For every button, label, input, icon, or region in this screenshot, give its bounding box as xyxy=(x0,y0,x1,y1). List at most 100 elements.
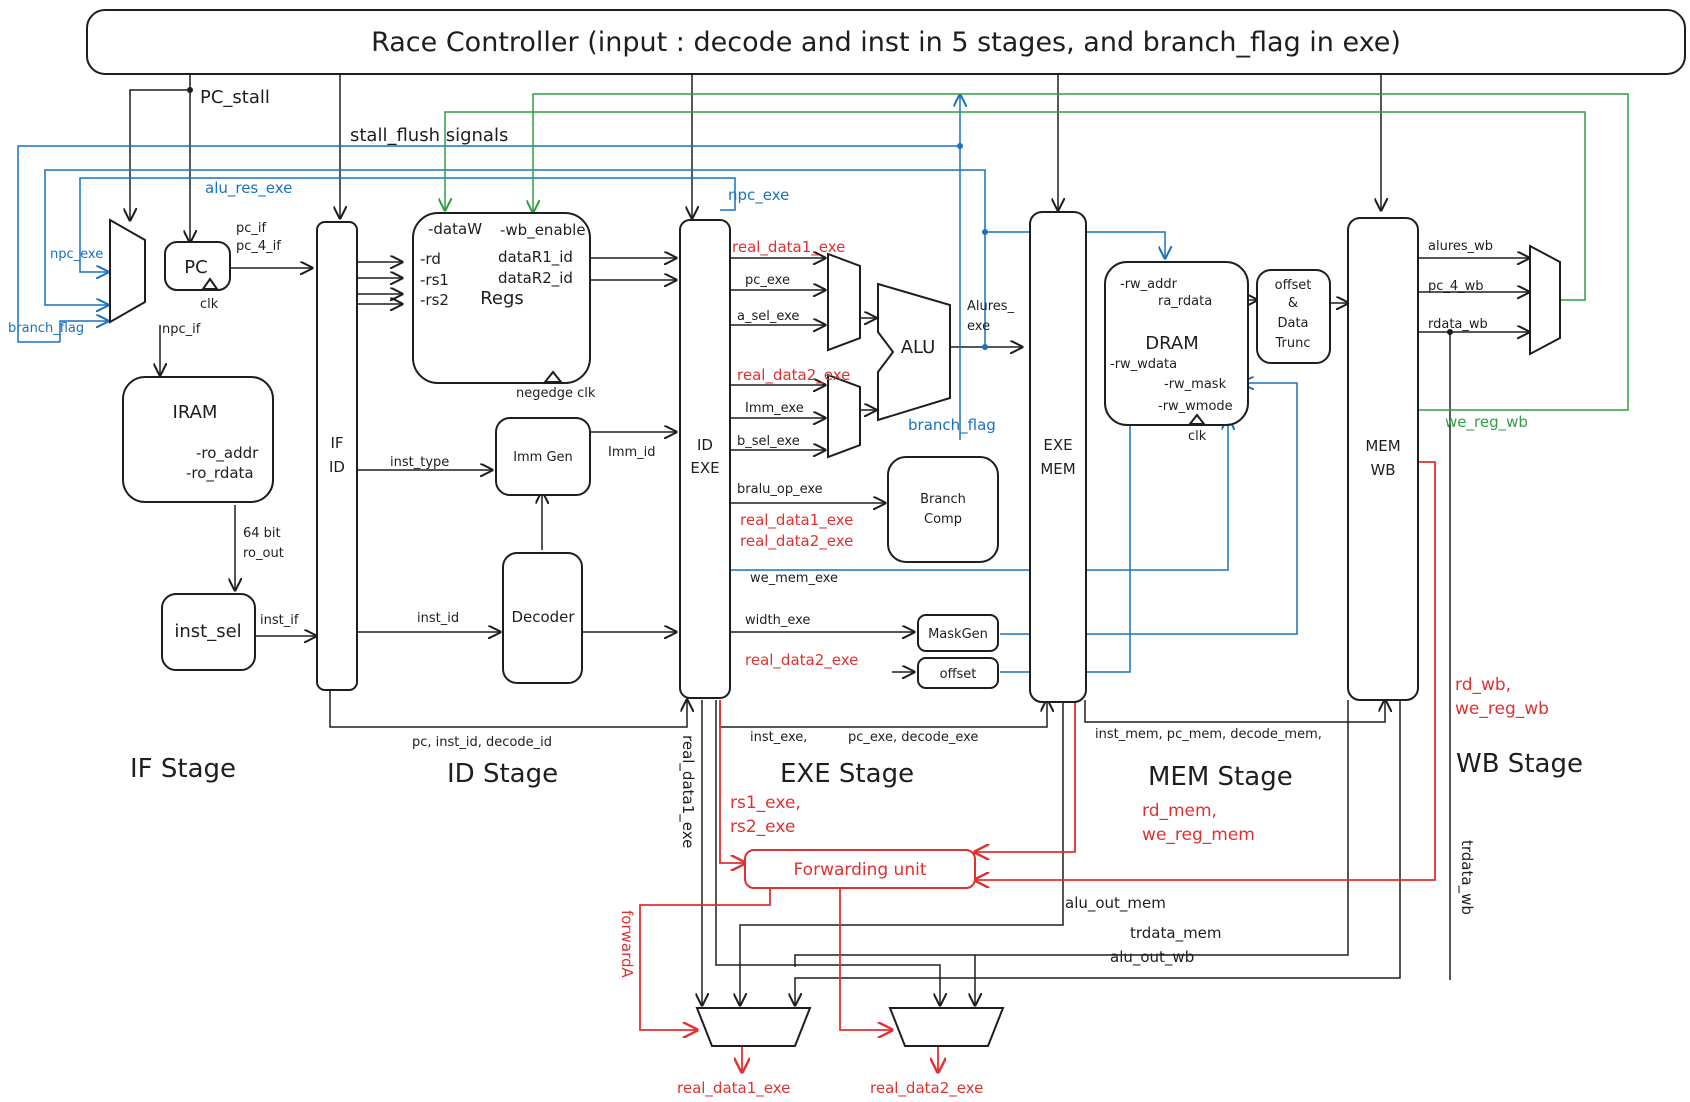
iram-label: IRAM xyxy=(173,402,218,423)
label-real-data2-exe-c: real_data2_exe xyxy=(745,651,858,670)
red-labels: real_data1_exe real_data2_exe real_data1… xyxy=(618,238,1549,1098)
label-pc-4-wb: pc_4_wb xyxy=(1428,279,1484,294)
race-controller-title: Race Controller (input : decode and inst… xyxy=(371,27,1401,58)
label-we-mem-exe: we_mem_exe xyxy=(750,571,838,586)
label-real-data1-exe-vert: real_data1_exe xyxy=(678,735,697,848)
label-bralu-op-exe: bralu_op_exe xyxy=(737,482,823,497)
pc-label: PC xyxy=(184,257,207,278)
label-stall-flush: stall_flush signals xyxy=(350,125,508,146)
label-we-reg-mem: we_reg_mem xyxy=(1142,825,1255,845)
imm-gen-label: Imm Gen xyxy=(513,450,573,465)
label-alu-out-mem: alu_out_mem xyxy=(1065,894,1166,913)
pc-clk-triangle xyxy=(201,277,219,290)
label-inst-type: inst_type xyxy=(390,455,449,470)
label-real-data2-exe-b: real_data2_exe xyxy=(740,532,853,551)
label-trdata-wb: trdata_wb xyxy=(1457,840,1476,915)
iram-block xyxy=(122,376,274,503)
offset-label: offset xyxy=(940,667,977,682)
label-branch-flag-exe: branch_flag xyxy=(908,416,996,435)
label-ro-out: ro_out xyxy=(243,546,284,561)
branch-comp-label-2: Comp xyxy=(924,512,962,527)
wb-mux xyxy=(1529,244,1561,356)
stage-mem: MEM Stage xyxy=(1148,762,1293,792)
red-wires xyxy=(639,461,1436,1072)
label-pc-decode-exe: pc_exe, decode_exe xyxy=(848,730,978,745)
forwarding-unit-label: Forwarding unit xyxy=(794,860,927,880)
alu-b-mux xyxy=(827,373,861,459)
green-labels: we_reg_wb xyxy=(1445,413,1528,432)
regs-wb-enable: -wb_enable xyxy=(500,221,586,240)
blue-labels: alu_res_exe npc_exe branch_flag npc_exe … xyxy=(8,179,996,435)
label-b-sel-exe: b_sel_exe xyxy=(737,434,800,449)
label-alu-res-exe: alu_res_exe xyxy=(205,179,292,198)
label-inst-id: inst_id xyxy=(417,611,459,626)
trunc-label-2: & xyxy=(1288,296,1298,311)
id-exe-label-1: ID xyxy=(697,436,713,454)
exe-mem-label-2: MEM xyxy=(1040,460,1075,478)
if-id-label-1: IF xyxy=(330,434,343,452)
iram-ro-addr: -ro_addr xyxy=(196,444,259,463)
decoder-label: Decoder xyxy=(511,608,575,626)
label-real-data2-out: real_data2_exe xyxy=(870,1079,983,1098)
regs-rs1: -rs1 xyxy=(420,271,449,289)
label-npc-exe-top: npc_exe xyxy=(728,186,789,205)
label-rs1-exe: rs1_exe, xyxy=(730,793,801,813)
dram-clk-triangle xyxy=(1187,413,1207,425)
forward-b-mux xyxy=(888,1007,1005,1047)
maskgen-block xyxy=(917,614,999,652)
regs-rd: -rd xyxy=(420,250,441,268)
label-branch-flag-if: branch_flag xyxy=(8,321,84,336)
trunc-label-1: offset xyxy=(1275,278,1312,293)
maskgen-label: MaskGen xyxy=(928,627,988,642)
label-we-reg-wb-green: we_reg_wb xyxy=(1445,413,1528,432)
trunc-block xyxy=(1256,269,1331,364)
dram-rw-wmode: -rw_wmode xyxy=(1158,399,1233,414)
label-imm-exe: Imm_exe xyxy=(745,401,804,416)
exe-mem-label-1: EXE xyxy=(1043,436,1072,454)
iram-ro-rdata: -ro_rdata xyxy=(186,464,254,483)
regs-datar2: dataR2_id xyxy=(498,269,573,288)
label-inst-if: inst_if xyxy=(260,613,299,628)
offset-block xyxy=(917,657,999,689)
regs-block xyxy=(412,212,591,384)
label-real-data1-exe-a: real_data1_exe xyxy=(732,238,845,257)
regs-clk-triangle xyxy=(542,370,564,383)
label-width-exe: width_exe xyxy=(745,613,810,628)
label-real-data2-exe-a: real_data2_exe xyxy=(737,366,850,385)
label-trdata-mem: trdata_mem xyxy=(1130,924,1222,943)
forward-a-mux xyxy=(695,1007,812,1047)
alu-label: ALU xyxy=(901,337,936,358)
mem-wb-register xyxy=(1347,217,1419,701)
label-npc-if: npc_if xyxy=(162,322,201,337)
label-alures-exe-2: exe xyxy=(967,319,990,334)
label-alures-wb: alures_wb xyxy=(1428,239,1493,254)
label-real-data1-exe-b: real_data1_exe xyxy=(740,511,853,530)
trunc-label-3: Data xyxy=(1277,316,1308,331)
race-controller-box xyxy=(86,9,1686,75)
label-pc-4-if: pc_4_if xyxy=(236,239,281,254)
label-npc-exe-if: npc_exe xyxy=(50,247,103,262)
label-alures-exe-1: Alures_ xyxy=(967,299,1015,314)
pc-register xyxy=(164,241,231,291)
inst-sel-block xyxy=(161,593,256,671)
label-negedge-clk: negedge clk xyxy=(516,386,596,401)
dram-label: DRAM xyxy=(1145,333,1198,354)
branch-comp-label-1: Branch xyxy=(920,492,966,507)
id-exe-label-2: EXE xyxy=(690,459,719,477)
label-a-sel-exe: a_sel_exe xyxy=(737,309,799,324)
regs-datar1: dataR1_id xyxy=(498,248,573,267)
decoder-block xyxy=(502,552,583,684)
regs-dataw: -dataW xyxy=(428,220,482,238)
mem-wb-label-1: MEM xyxy=(1365,437,1400,455)
label-inst-exe: inst_exe, xyxy=(750,730,807,745)
black-labels: PC_stall stall_flush signals pc_if pc_4_… xyxy=(162,87,1493,967)
blue-wires xyxy=(17,95,1298,673)
trunc-label-4: Trunc xyxy=(1274,336,1310,351)
stage-if: IF Stage xyxy=(130,754,236,784)
label-inst-mem: inst_mem, pc_mem, decode_mem, xyxy=(1095,727,1322,742)
label-rd-mem: rd_mem, xyxy=(1142,801,1217,821)
forwarding-unit xyxy=(744,849,976,889)
dram-block xyxy=(1104,261,1249,426)
regs-label: Regs xyxy=(480,288,524,309)
